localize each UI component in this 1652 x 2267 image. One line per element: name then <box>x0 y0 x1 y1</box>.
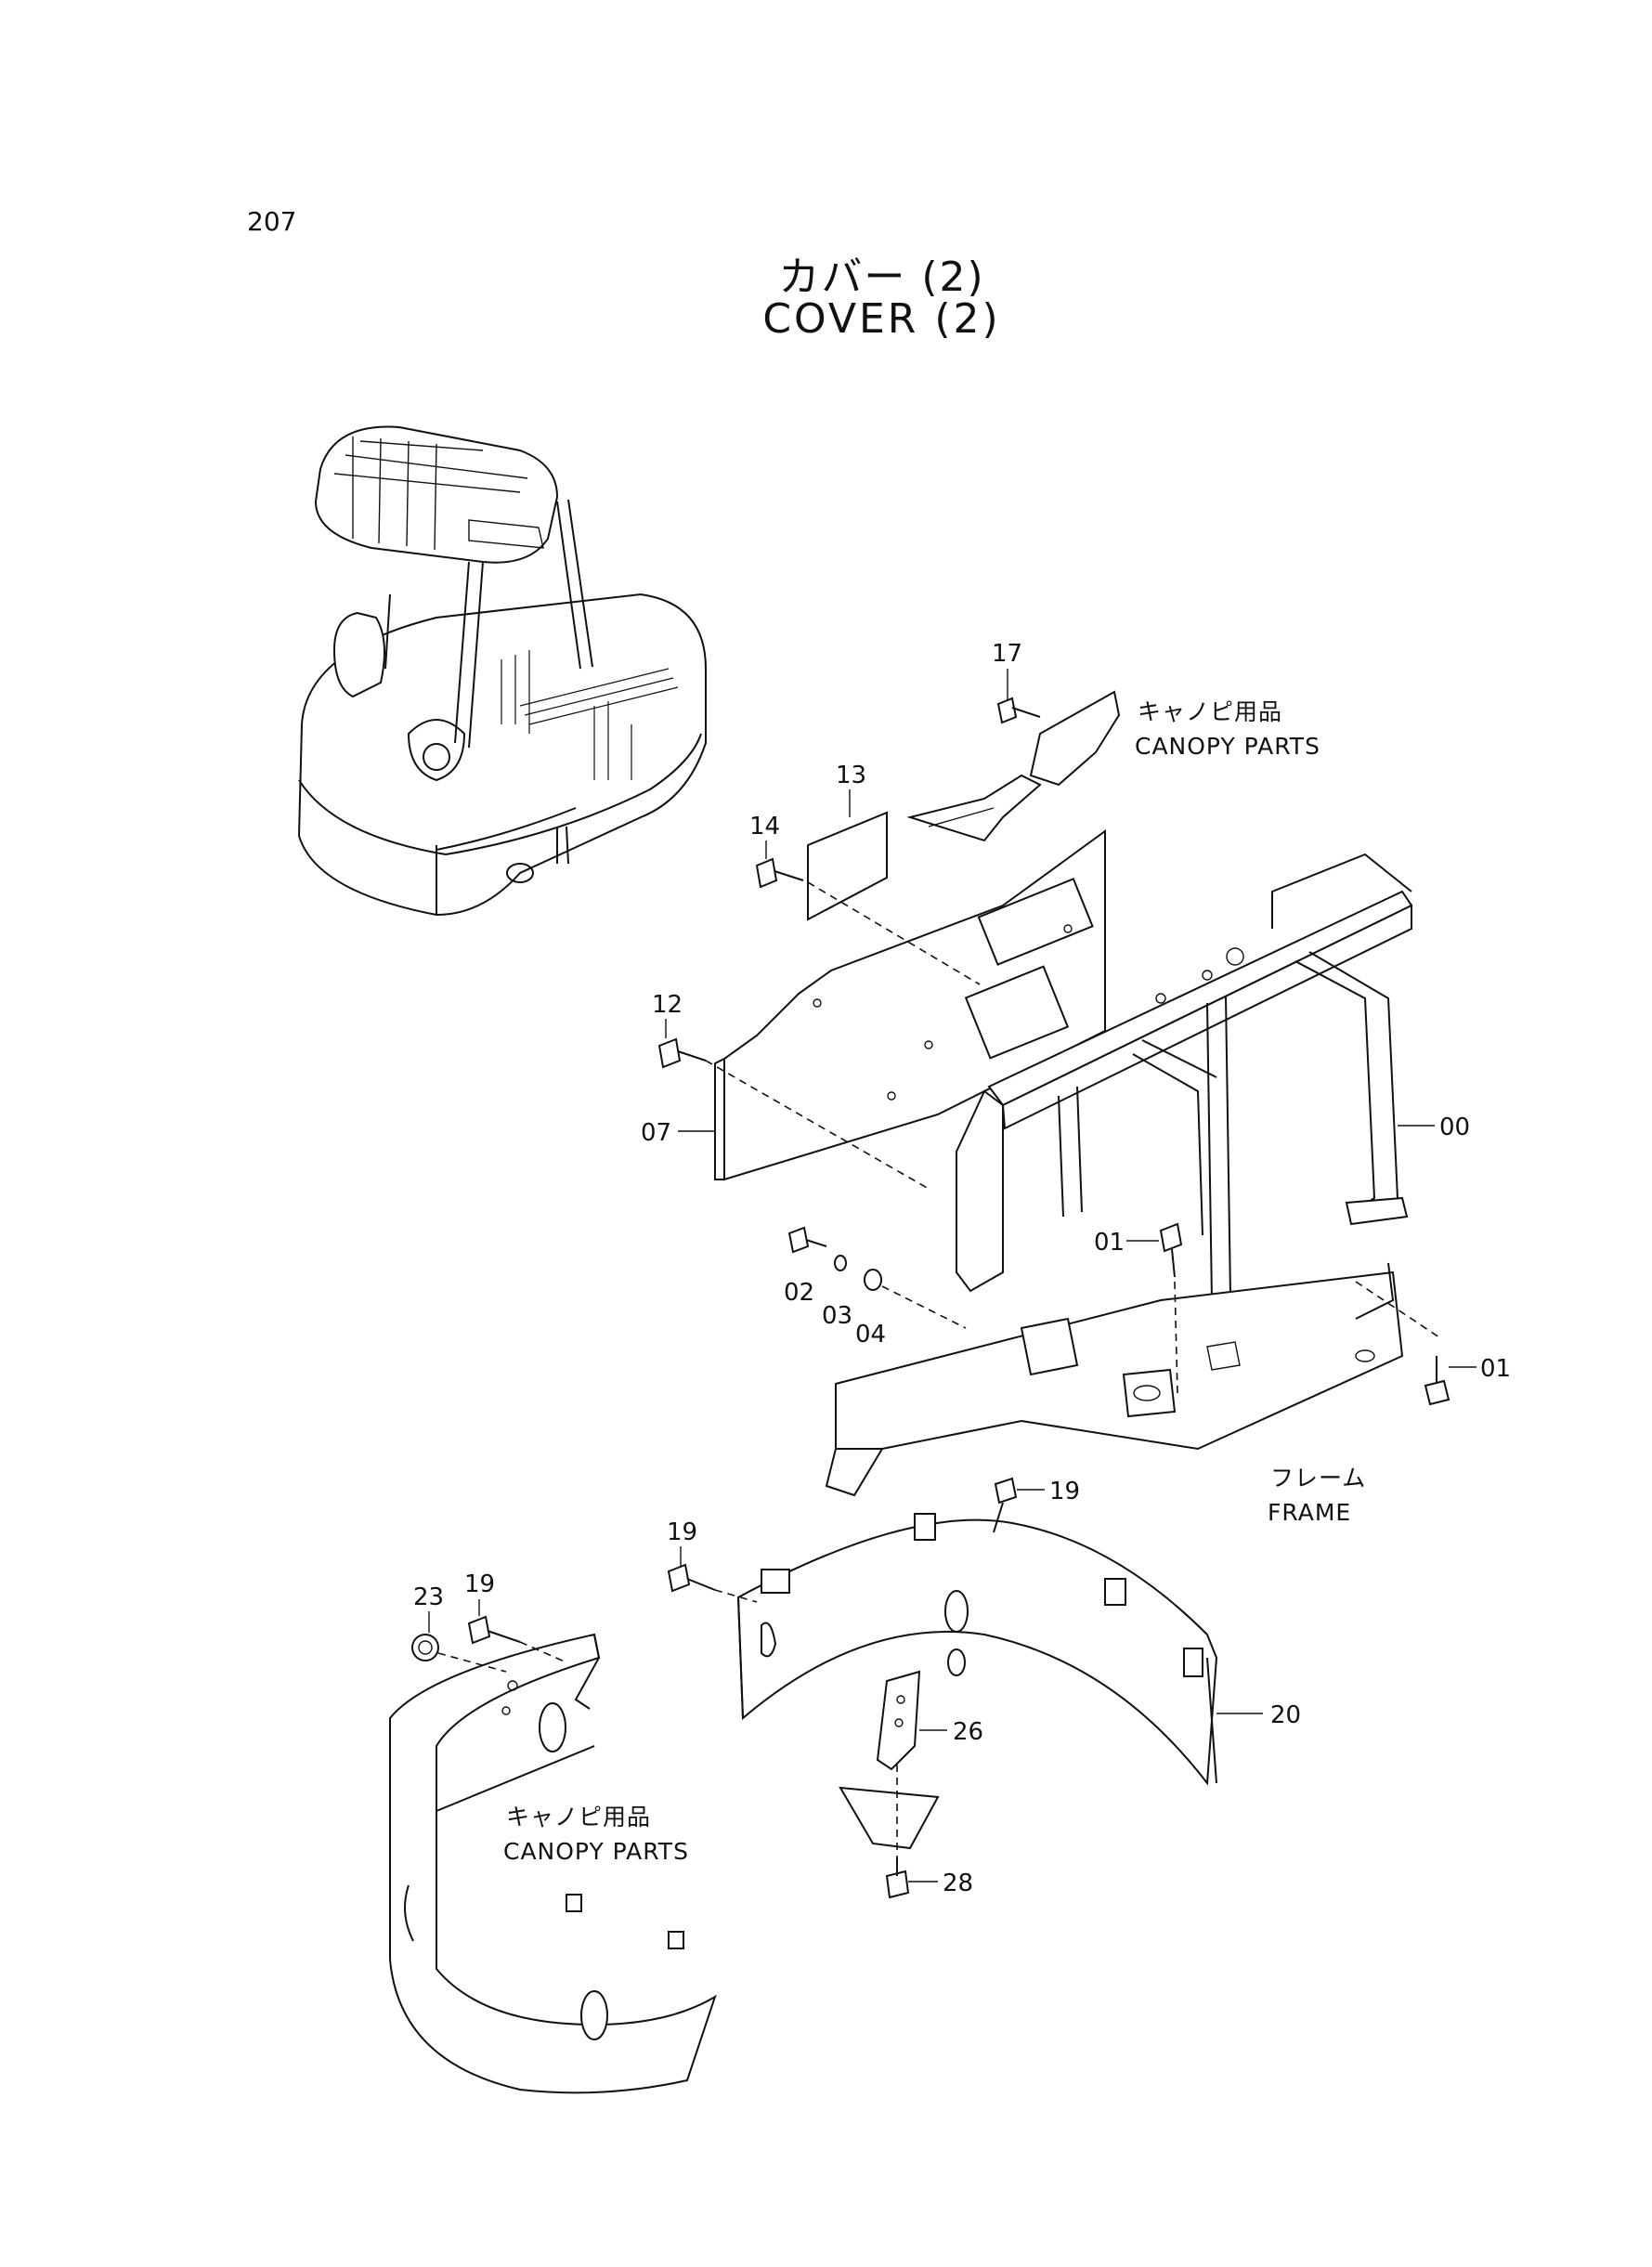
bolt-02 <box>787 1226 827 1254</box>
assembly-lines <box>437 881 1178 1857</box>
callout-20: 20 <box>1270 1701 1301 1729</box>
callout-01-lower: 01 <box>1480 1355 1511 1383</box>
canopy-bracket-upper <box>906 690 1121 842</box>
bolt-01-lower <box>1424 1356 1450 1406</box>
lock-washer-03 <box>834 1255 847 1271</box>
bolt-17 <box>996 697 1041 724</box>
callout-14: 14 <box>749 813 780 840</box>
callout-19-canopy: 19 <box>464 1570 495 1598</box>
front-cover-20 <box>736 1513 1218 1786</box>
callout-19-front: 19 <box>1049 1478 1080 1505</box>
callout-12: 12 <box>652 991 683 1019</box>
callout-28: 28 <box>943 1870 973 1897</box>
callout-26: 26 <box>953 1718 983 1746</box>
frame-note-en: FRAME <box>1268 1499 1351 1526</box>
callout-04: 04 <box>855 1321 886 1348</box>
callout-17: 17 <box>992 640 1022 668</box>
leader-lines <box>428 669 1476 1883</box>
bracket-26 <box>839 1670 940 1850</box>
canopy-parts-lower-jp: キャノピ用品 <box>506 1804 651 1831</box>
callout-01-upper: 01 <box>1094 1229 1125 1257</box>
small-plate-13 <box>807 811 888 921</box>
bolt-19-canopy <box>467 1615 521 1645</box>
page-number: 207 <box>247 206 297 237</box>
callout-13: 13 <box>836 762 866 789</box>
bolt-14 <box>755 857 804 889</box>
frame-00 <box>825 853 1440 1497</box>
callout-23: 23 <box>413 1583 444 1611</box>
nut-23 <box>411 1634 439 1661</box>
bolt-01-upper <box>1159 1222 1183 1278</box>
canopy-parts-lower-en: CANOPY PARTS <box>503 1838 689 1865</box>
canopy-cover-lower <box>389 1633 717 2094</box>
callout-02: 02 <box>784 1279 814 1307</box>
cover-plate-07 <box>714 829 1106 1181</box>
bolt-19-left <box>667 1563 716 1593</box>
callout-03: 03 <box>822 1302 852 1330</box>
callout-00: 00 <box>1439 1114 1470 1141</box>
washer-04 <box>864 1269 882 1291</box>
callout-19-left: 19 <box>667 1518 697 1546</box>
canopy-parts-upper-en: CANOPY PARTS <box>1135 733 1320 760</box>
title-japanese: カバー (2) <box>778 254 985 301</box>
bolt-28 <box>885 1857 910 1899</box>
canopy-parts-upper-jp: キャノピ用品 <box>1138 698 1282 725</box>
callout-07: 07 <box>641 1119 671 1147</box>
machine-overview-illustration <box>297 425 707 917</box>
bolt-19-front <box>993 1477 1018 1533</box>
bolt-12 <box>657 1037 707 1069</box>
title-english: COVER (2) <box>762 295 1001 343</box>
frame-note-jp: フレーム <box>1270 1465 1366 1492</box>
